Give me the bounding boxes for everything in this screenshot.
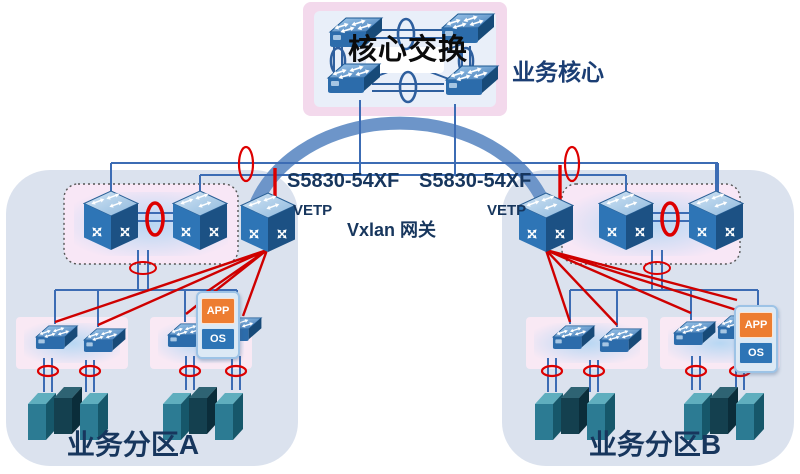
os-badge: OS bbox=[201, 328, 235, 350]
vetp-gateway-icon-right bbox=[519, 193, 573, 252]
aggregation-switch-icon bbox=[599, 191, 653, 250]
aggregation-switch-icon bbox=[173, 191, 227, 250]
server-icon bbox=[535, 393, 563, 440]
business-core-label: 业务核心 bbox=[512, 59, 604, 86]
core-center-panel bbox=[366, 47, 444, 73]
gateway-model-left: S5830-54XF bbox=[287, 170, 400, 192]
gateway-model-right: S5830-54XF bbox=[419, 170, 532, 192]
red-uplink-lines bbox=[54, 248, 763, 327]
vxlan-gateway-label: Vxlan 网关 bbox=[347, 220, 437, 240]
nic-bond-ring-icons bbox=[36, 364, 752, 378]
app-os-card: APP OS bbox=[734, 305, 778, 373]
aggregation-switch-icon bbox=[689, 191, 743, 250]
app-badge: APP bbox=[739, 312, 773, 338]
server-icon bbox=[215, 393, 243, 440]
vetp-label-left: VETP bbox=[293, 202, 333, 219]
partition-a-label: 业务分区A bbox=[66, 429, 200, 460]
app-os-card: APP OS bbox=[196, 291, 240, 359]
server-icon bbox=[28, 393, 56, 440]
app-badge: APP bbox=[201, 298, 235, 324]
aggregation-switch-icon bbox=[84, 191, 138, 250]
os-badge: OS bbox=[739, 342, 773, 364]
core-switching-title: 核心交换 bbox=[347, 32, 468, 66]
vetp-label-right: VETP bbox=[487, 202, 527, 219]
partition-b-label: 业务分区B bbox=[588, 429, 722, 460]
vetp-gateway-icon-left bbox=[241, 193, 295, 252]
server-icon bbox=[736, 393, 764, 440]
